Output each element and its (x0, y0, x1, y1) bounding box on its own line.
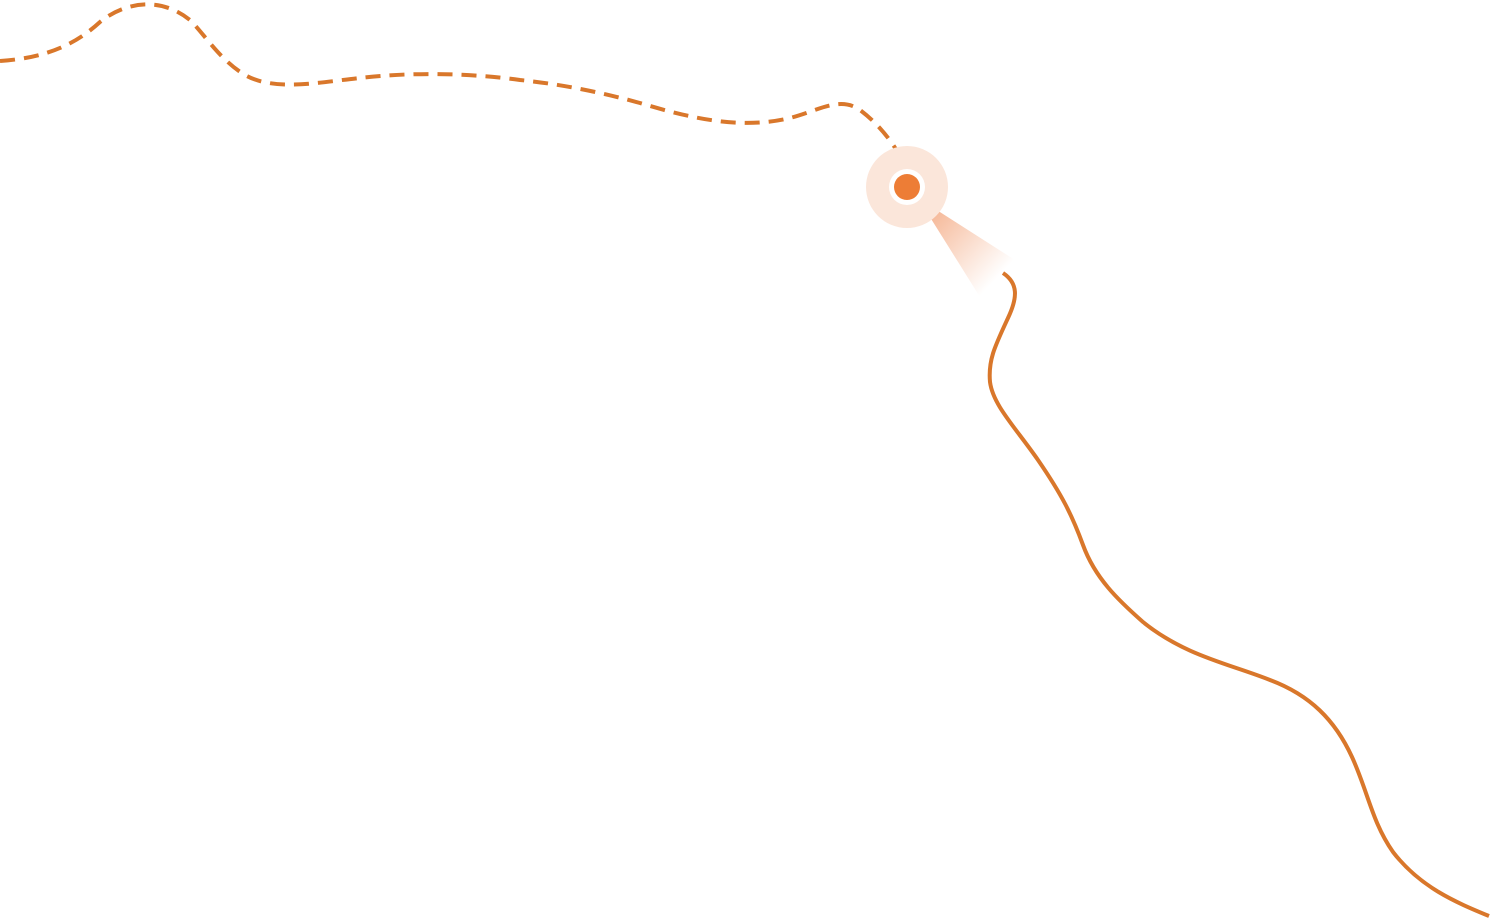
current-location-marker[interactable] (866, 146, 1018, 297)
location-dot-icon (894, 174, 920, 200)
heading-cone-icon (918, 198, 1018, 297)
remaining-route-solid (987, 271, 1490, 918)
traveled-route-dashed (0, 2, 907, 166)
